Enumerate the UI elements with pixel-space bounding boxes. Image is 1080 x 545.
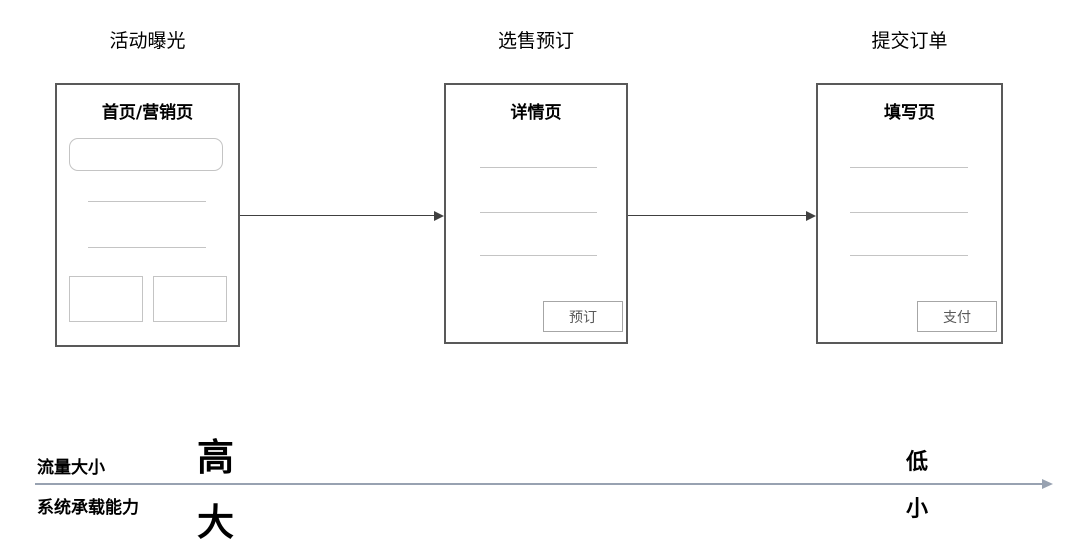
banner-placeholder: [69, 138, 223, 171]
flow-arrowhead-icon: [434, 211, 444, 221]
card-title-detail: 详情页: [510, 103, 562, 123]
traffic-size-label: 流量大小: [37, 458, 105, 478]
card-order-form-page: 填写页 支付: [816, 83, 1003, 344]
card-homepage-marketing: 首页/营销页: [55, 83, 240, 347]
capacity-axis-arrowhead-icon: [1042, 479, 1053, 489]
text-line-placeholder: [88, 201, 206, 202]
card-detail-page: 详情页 预订: [444, 83, 628, 344]
image-placeholder: [69, 276, 143, 322]
traffic-high-value: 高: [197, 436, 234, 479]
capacity-small-value: 小: [906, 497, 929, 522]
stage-label-activity-exposure: 活动曝光: [109, 30, 186, 52]
text-line-placeholder: [480, 255, 597, 256]
stage-label-select-booking: 选售预订: [497, 30, 574, 52]
text-line-placeholder: [88, 247, 206, 248]
text-line-placeholder: [850, 255, 968, 256]
card-title-homepage: 首页/营销页: [101, 103, 194, 123]
stage-label-submit-order: 提交订单: [871, 30, 948, 52]
text-line-placeholder: [480, 167, 597, 168]
capacity-axis-line: [35, 483, 1042, 485]
text-line-placeholder: [850, 212, 968, 213]
card-title-form: 填写页: [884, 103, 935, 123]
flow-arrowhead-icon: [806, 211, 816, 221]
capacity-large-value: 大: [197, 501, 234, 544]
system-capacity-label: 系统承载能力: [37, 498, 139, 518]
text-line-placeholder: [850, 167, 968, 168]
flow-arrow-line-2: [628, 215, 807, 216]
image-placeholder: [153, 276, 227, 322]
flow-arrow-line-1: [240, 215, 435, 216]
text-line-placeholder: [480, 212, 597, 213]
book-button[interactable]: 预订: [543, 301, 623, 332]
traffic-low-value: 低: [906, 450, 929, 475]
pay-button[interactable]: 支付: [917, 301, 997, 332]
